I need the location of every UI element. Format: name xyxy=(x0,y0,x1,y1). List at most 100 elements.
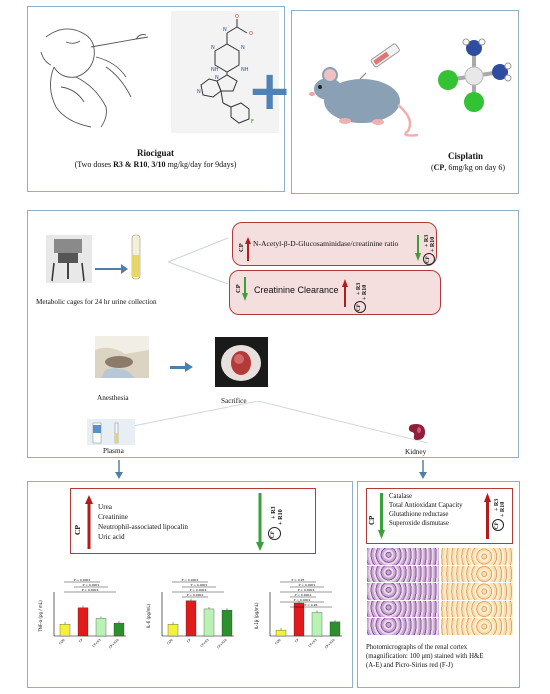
riociguat-title: Riociguat xyxy=(137,148,174,158)
down-arrow-icon xyxy=(378,493,385,544)
bar xyxy=(293,602,305,637)
riociguat-dose-prefix: (Two doses xyxy=(74,160,114,169)
urine-tube-icon xyxy=(131,234,141,280)
p-value-label: P < 0.0001 xyxy=(294,598,311,602)
down-arrow-icon xyxy=(242,277,248,306)
sacrifice-photo xyxy=(215,337,268,387)
up-arrow-icon xyxy=(484,493,491,544)
tick-label: CON xyxy=(166,638,174,646)
p-value-label: P < 0.0001 xyxy=(187,593,204,597)
oral-gavage-illustration xyxy=(40,28,149,128)
riociguat-dose-groups: R3 & R10 xyxy=(113,160,148,169)
connector-lines xyxy=(168,237,228,285)
tick-label: CP xyxy=(294,638,300,644)
tick-label: CP+R3 xyxy=(200,638,210,648)
creatinine-clearance-label: Creatinine Clearance xyxy=(254,285,339,295)
tick-label: CP+R10 xyxy=(216,638,228,650)
anesthesia-label: Anesthesia xyxy=(97,394,129,402)
p-value-label: P < 0.0001 xyxy=(74,578,91,582)
kidney-label: Kidney xyxy=(405,448,427,456)
riociguat-dose-suffix: mg/kg/day for 9days) xyxy=(165,160,237,169)
chart-il6: IL-6 (pg/mL) CON CP CP+R3 CP+R10 P < 0.0001 P … xyxy=(146,578,234,650)
chart-tnf-alpha: TNF-α (pg / mL) CON CP CP+R3 CP+R10 P < 0.000… xyxy=(38,578,126,650)
arrow-right-icon xyxy=(170,366,186,369)
picro-sirius-micrograph xyxy=(441,600,513,618)
picro-sirius-micrograph xyxy=(441,565,513,583)
methods-panel: Metabolic cages for 24 hr urine collecti… xyxy=(27,210,519,458)
svg-text:N: N xyxy=(223,27,227,33)
anesthesia-photo xyxy=(95,336,149,378)
svg-text:N: N xyxy=(241,45,245,51)
nag-label: N-Acetyl-β-D-Glucosaminidase/creatinine … xyxy=(253,239,399,248)
bar xyxy=(275,629,287,637)
plasma-marker-urea: Urea xyxy=(98,503,112,511)
p-value-label: P < 0.0001 xyxy=(83,583,100,587)
cisplatin-dose-prefix: ( xyxy=(430,163,434,172)
kidney-results-panel: CP Catalase Total Antioxidant Capacity G… xyxy=(357,481,520,688)
up-arrow-icon xyxy=(85,495,93,554)
p-value-label: P < 0.0001 xyxy=(191,583,208,587)
bar xyxy=(311,612,323,637)
svg-text:F: F xyxy=(251,119,254,125)
p-value-label: P < 0.0001 xyxy=(82,588,99,592)
tick-label: CP xyxy=(186,638,192,644)
tick-label: CON xyxy=(58,638,66,646)
kidney-cp-label: CP xyxy=(368,515,376,525)
tick-label: CP xyxy=(78,638,84,644)
nag-cp-circle-label: CP xyxy=(426,256,431,263)
bar xyxy=(59,624,71,637)
down-arrow-icon xyxy=(415,235,421,266)
cisplatin-molecule-icon xyxy=(438,38,512,112)
y-axis-label: IL-6 (pg/mL) xyxy=(146,603,151,628)
bar xyxy=(203,608,215,637)
he-micrograph xyxy=(367,548,439,565)
plasma-cp-circle-label: CP xyxy=(271,531,276,538)
mouse-injection-illustration xyxy=(309,43,419,137)
svg-text:NH: NH xyxy=(241,67,249,73)
nag-ratio-box: CP N-Acetyl-β-D-Glucosaminidase/creatini… xyxy=(232,222,437,266)
svg-text:N: N xyxy=(215,75,219,81)
kidney-marker-catalase: Catalase xyxy=(389,493,413,500)
bar xyxy=(221,609,233,637)
plasma-marker-creatinine: Creatinine xyxy=(98,513,128,521)
kidney-icon xyxy=(408,424,425,440)
kidney-cp-circle-label: CP xyxy=(495,522,500,529)
plasma-cp-label: CP xyxy=(73,525,82,535)
ccr-cp-label: CP xyxy=(235,284,242,293)
kidney-caption-line-2: (magnification: 100 μm) stained with H&E xyxy=(366,653,484,660)
tick-label: CP+R10 xyxy=(324,638,336,650)
cisplatin-dose-suffix: , 6mg/kg on day 6) xyxy=(444,163,505,172)
up-arrow-icon xyxy=(342,279,348,312)
riociguat-dose-values: 3/10 xyxy=(151,160,166,169)
nag-cp-label: CP xyxy=(238,243,245,252)
ccr-cp-circle: CP xyxy=(354,301,366,313)
plasma-results-panel: CP Urea Creatinine Neutrophil-associated… xyxy=(27,481,353,688)
bar xyxy=(167,624,179,637)
tick-label: CP+R3 xyxy=(308,638,318,648)
creatinine-clearance-box: CP Creatinine Clearance + R3 + R10 CP xyxy=(229,270,441,315)
kidney-caption-line-3: (A-E) and Picro-Sirius red (F-J) xyxy=(366,662,453,669)
p-value-label: P < 0.0001 xyxy=(295,593,312,597)
svg-text:NH: NH xyxy=(211,67,219,73)
riociguat-dosing: (Two doses R3 & R10, 3/10 mg/kg/day for … xyxy=(28,160,283,169)
tick-label: CP+R3 xyxy=(92,638,102,648)
bar xyxy=(329,621,341,637)
metabolic-cage-icon xyxy=(46,235,92,283)
y-axis-label: TNF-α (pg / mL) xyxy=(38,600,43,633)
nag-treatment-r10: + R10 xyxy=(430,236,436,252)
plasma-cp-circle: CP xyxy=(268,527,281,540)
kidney-treatment-r10: + R10 xyxy=(500,501,506,517)
plasma-marker-lipocalin: Neutrophil-associated lipocalin xyxy=(98,523,189,531)
cisplatin-dosing: (CP, 6mg/kg on day 6) xyxy=(292,163,517,172)
he-micrograph xyxy=(367,600,439,618)
picro-sirius-micrograph xyxy=(441,618,513,635)
up-arrow-icon xyxy=(245,237,251,266)
tick-label: CP+R10 xyxy=(108,638,120,650)
he-micrograph xyxy=(367,618,439,635)
syringe-icon xyxy=(359,43,400,80)
cisplatin-title: Cisplatin xyxy=(447,151,483,161)
svg-text:N: N xyxy=(197,89,201,95)
